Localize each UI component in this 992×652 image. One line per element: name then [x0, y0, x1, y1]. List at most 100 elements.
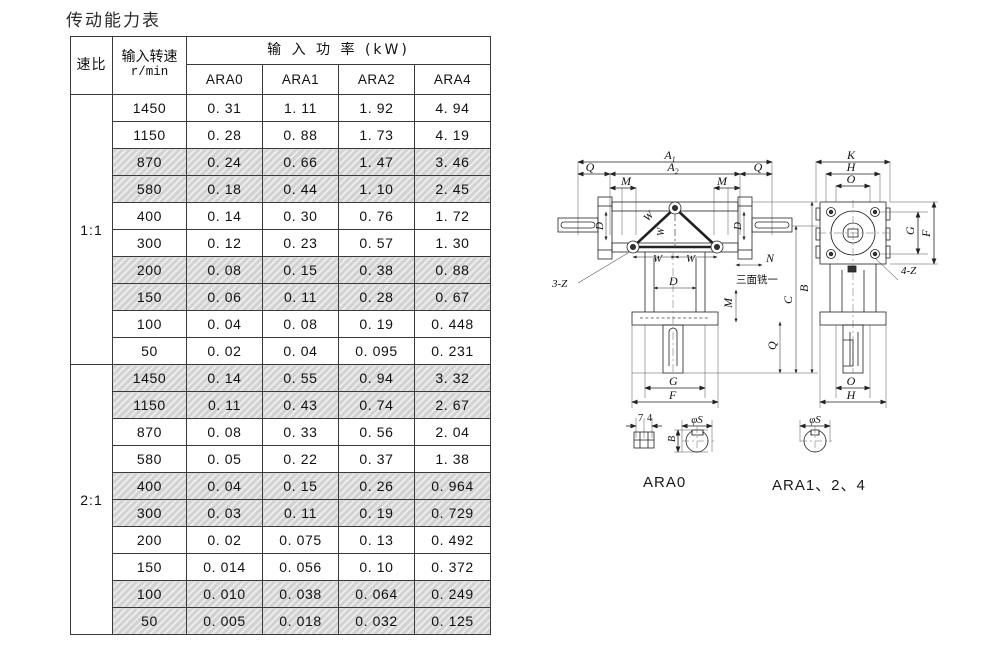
- power-cell-ara4: 0. 67: [414, 283, 491, 311]
- svg-text:φS: φS: [691, 414, 703, 426]
- power-cell-ara2: 0. 19: [338, 499, 415, 527]
- power-cell-ara0: 0. 08: [186, 418, 263, 446]
- rpm-cell: 150: [112, 553, 187, 581]
- power-cell-ara2: 0. 19: [338, 310, 415, 338]
- svg-text:W: W: [686, 253, 696, 265]
- rpm-cell: 100: [112, 310, 187, 338]
- power-cell-ara4: 0. 125: [414, 607, 491, 635]
- rpm-cell: 870: [112, 418, 187, 446]
- svg-text:W: W: [653, 253, 663, 265]
- svg-text:H: H: [846, 160, 857, 174]
- detail-caption-ara124: ARA1、2、4: [772, 477, 866, 494]
- svg-text:B: B: [667, 436, 678, 442]
- svg-text:B: B: [797, 284, 811, 292]
- power-cell-ara2: 0. 74: [338, 391, 415, 419]
- power-cell-ara0: 0. 005: [186, 607, 263, 635]
- power-cell-ara0: 0. 18: [186, 175, 263, 203]
- power-cell-ara0: 0. 31: [186, 94, 263, 122]
- svg-text:O: O: [847, 172, 856, 186]
- power-cell-ara1: 0. 018: [262, 607, 339, 635]
- table-header-row-models: ARA0 ARA1 ARA2 ARA4: [71, 64, 491, 95]
- header-input-speed-label: 输入转速: [121, 48, 178, 65]
- ratio-cell-1-1: 1:1: [70, 94, 113, 365]
- power-cell-ara2: 0. 28: [338, 283, 415, 311]
- svg-text:φS: φS: [809, 414, 821, 426]
- svg-text:M: M: [721, 297, 735, 309]
- power-cell-ara2: 0. 064: [338, 580, 415, 608]
- header-model-ara1: ARA1: [262, 64, 339, 95]
- power-cell-ara4: 0. 729: [414, 499, 491, 527]
- rpm-cell: 580: [112, 175, 187, 203]
- rpm-cell: 1150: [112, 391, 187, 419]
- svg-text:G: G: [903, 226, 917, 235]
- svg-text:H: H: [846, 388, 857, 402]
- rpm-cell: 400: [112, 472, 187, 500]
- rpm-cell: 1450: [112, 94, 187, 122]
- header-model-ara0: ARA0: [186, 64, 263, 95]
- svg-text:M: M: [716, 174, 728, 188]
- header-model-ara2: ARA2: [338, 64, 415, 95]
- power-cell-ara0: 0. 05: [186, 445, 263, 473]
- power-cell-ara0: 0. 11: [186, 391, 263, 419]
- power-cell-ara1: 0. 66: [262, 148, 339, 176]
- power-cell-ara1: 0. 43: [262, 391, 339, 419]
- power-cell-ara1: 0. 44: [262, 175, 339, 203]
- ratio-cell-2-1: 2:1: [70, 364, 113, 635]
- rpm-cell: 50: [112, 607, 187, 635]
- power-cell-ara2: 0. 13: [338, 526, 415, 554]
- power-cell-ara4: 0. 448: [414, 310, 491, 338]
- power-cell-ara1: 0. 15: [262, 256, 339, 284]
- power-cell-ara2: 0. 26: [338, 472, 415, 500]
- rpm-cell: 200: [112, 256, 187, 284]
- power-cell-ara0: 0. 02: [186, 337, 263, 365]
- svg-text:O: O: [847, 374, 856, 388]
- power-cell-ara4: 0. 249: [414, 580, 491, 608]
- power-cell-ara4: 0. 372: [414, 553, 491, 581]
- rpm-cell: 150: [112, 283, 187, 311]
- power-cell-ara4: 2. 67: [414, 391, 491, 419]
- power-cell-ara4: 4. 94: [414, 94, 491, 122]
- power-cell-ara2: 0. 57: [338, 229, 415, 257]
- power-cell-ara4: 0. 88: [414, 256, 491, 284]
- technical-drawings: A1 A2 Q Q M M W W W W D D: [540, 140, 990, 540]
- power-cell-ara0: 0. 014: [186, 553, 263, 581]
- power-cell-ara2: 0. 38: [338, 256, 415, 284]
- technical-drawing-svg: A1 A2 Q Q M M W W W W D D: [551, 148, 938, 456]
- header-model-ara4: ARA4: [414, 64, 491, 95]
- page-title: 传动能力表: [66, 11, 161, 31]
- power-cell-ara1: 0. 075: [262, 526, 339, 554]
- power-cell-ara1: 0. 88: [262, 121, 339, 149]
- power-cell-ara4: 1. 30: [414, 229, 491, 257]
- power-cell-ara1: 0. 15: [262, 472, 339, 500]
- power-cell-ara4: 0. 492: [414, 526, 491, 554]
- svg-text:3-Z: 3-Z: [551, 278, 568, 290]
- rpm-cell: 50: [112, 337, 187, 365]
- power-cell-ara1: 0. 08: [262, 310, 339, 338]
- rpm-cell: 200: [112, 526, 187, 554]
- power-cell-ara2: 0. 37: [338, 445, 415, 473]
- power-cell-ara1: 0. 038: [262, 580, 339, 608]
- power-cell-ara0: 0. 28: [186, 121, 263, 149]
- power-cell-ara0: 0. 03: [186, 499, 263, 527]
- power-cell-ara0: 0. 02: [186, 526, 263, 554]
- power-cell-ara1: 0. 056: [262, 553, 339, 581]
- power-cell-ara1: 0. 30: [262, 202, 339, 230]
- svg-text:M: M: [620, 174, 632, 188]
- power-cell-ara2: 0. 10: [338, 553, 415, 581]
- header-input-speed: 输入转速 r/min: [112, 36, 187, 95]
- power-cell-ara0: 0. 010: [186, 580, 263, 608]
- power-cell-ara1: 0. 23: [262, 229, 339, 257]
- power-cell-ara4: 1. 38: [414, 445, 491, 473]
- power-cell-ara4: 3. 46: [414, 148, 491, 176]
- power-cell-ara0: 0. 04: [186, 310, 263, 338]
